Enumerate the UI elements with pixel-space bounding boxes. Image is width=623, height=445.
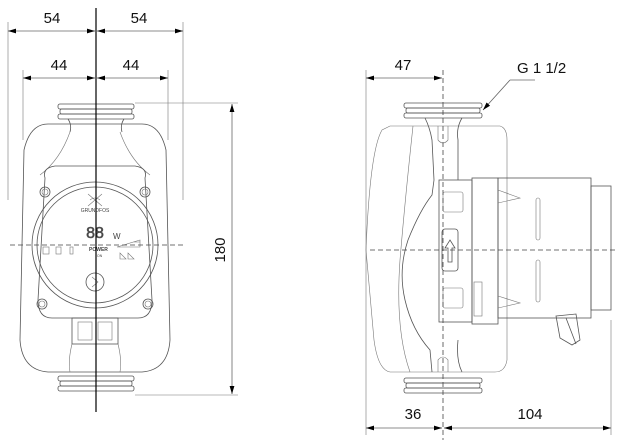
pump-housing-side <box>365 125 508 373</box>
dim-180: 180 <box>212 237 229 262</box>
cable-connector-side <box>555 313 581 346</box>
power-label: POWER <box>89 247 108 253</box>
curve-icons <box>119 252 135 260</box>
display-digits: 88 <box>86 225 104 242</box>
thread-callout: G 1 1/2 <box>482 60 566 111</box>
dim-44-left: 44 <box>51 57 68 74</box>
cable-connector-front <box>71 317 119 345</box>
side-view: 47 G 1 1/2 36 104 <box>365 57 615 440</box>
mode-bars <box>42 246 74 255</box>
pump-body-front <box>19 123 171 373</box>
dim-36: 36 <box>405 406 422 423</box>
logo-icon <box>87 193 103 207</box>
power-on-label: ON <box>97 254 103 258</box>
selector-button <box>85 272 105 292</box>
flow-arrow-icon <box>444 239 456 263</box>
thread-label: G 1 1/2 <box>517 60 566 77</box>
motor-side <box>438 177 612 346</box>
dim-47: 47 <box>395 57 412 74</box>
dimension-bottom: 36 104 <box>366 406 611 431</box>
dim-54-right: 54 <box>131 10 148 27</box>
logo-text: GRUNDFOS <box>81 208 110 214</box>
front-view: 54 54 44 44 180 <box>7 8 238 412</box>
dimension-overall-width: 54 54 <box>8 10 183 34</box>
dimension-height: 180 <box>135 102 238 396</box>
dimension-top-47: 47 <box>366 57 442 81</box>
bolt-holes <box>36 186 154 310</box>
level-indicator-icon <box>116 239 141 248</box>
dimension-port-width: 44 44 <box>23 57 168 81</box>
dim-54-left: 54 <box>44 10 61 27</box>
dim-104: 104 <box>517 406 542 423</box>
display-unit: W <box>113 232 121 241</box>
dim-44-right: 44 <box>123 57 140 74</box>
